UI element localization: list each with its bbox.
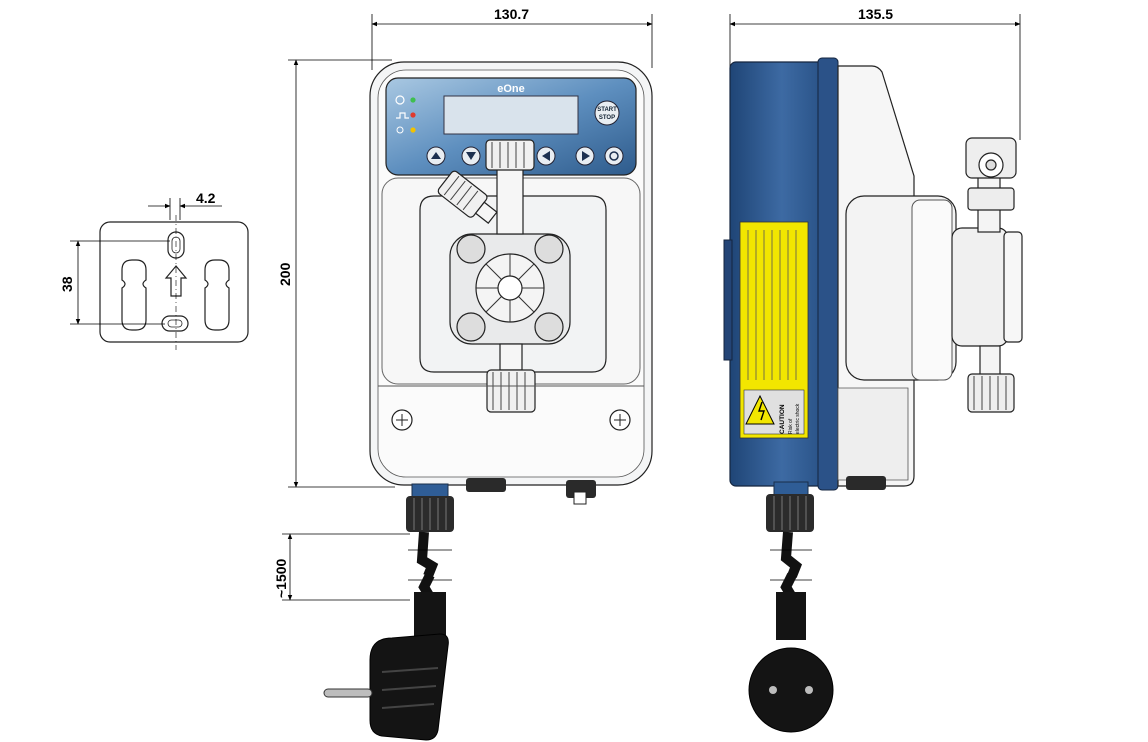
start-stop-button[interactable]: START STOP	[594, 100, 620, 126]
bracket-right-slot	[204, 259, 230, 331]
dim-cable-length: ~1500	[273, 558, 289, 598]
warning-label: CAUTION Risk of electric shock	[739, 221, 809, 439]
right-arrow-icon	[582, 151, 590, 161]
schuko-plug-side	[323, 592, 449, 741]
led-red	[410, 112, 416, 118]
plug-pin-right	[805, 686, 813, 694]
start-label: START	[597, 107, 617, 113]
dim-slot-width: 4.2	[196, 190, 216, 206]
bottom-connector	[466, 478, 506, 492]
front-view: 130.7 200 eOne START STOP	[273, 6, 653, 741]
dim-side-width: 135.5	[858, 6, 893, 22]
led-green	[410, 97, 416, 103]
bolt-bottom-right	[534, 312, 564, 342]
power-cable-top	[416, 531, 439, 578]
power-icon	[395, 95, 405, 105]
bolt-bottom-left	[456, 312, 486, 342]
bleed-valve	[437, 170, 498, 224]
alarm-icon	[396, 126, 404, 134]
dim-front-width: 130.7	[494, 6, 529, 22]
schuko-plug-front	[748, 592, 834, 733]
side-view: 135.5 CAUTION Risk of electric shock	[723, 6, 1023, 733]
bolt-top-left	[456, 234, 486, 264]
brand-logo: eOne	[497, 83, 525, 95]
warning-subtitle-line1: Risk of	[788, 418, 794, 434]
bracket-bottom-oval	[161, 315, 189, 332]
dim-bracket-spacing: 38	[59, 276, 75, 292]
warning-title: CAUTION	[779, 404, 786, 434]
dim-front-height: 200	[277, 262, 293, 286]
stop-label: STOP	[599, 115, 615, 121]
cable-gland	[406, 483, 454, 532]
plug-pin-left	[769, 686, 777, 694]
warning-subtitle-line2: electric shock	[795, 403, 801, 434]
side-cable-gland	[766, 481, 814, 532]
side-valve-bottom	[967, 345, 1015, 413]
pulse-icon	[396, 112, 409, 119]
status-leds	[395, 95, 416, 134]
plug-pin	[323, 688, 373, 698]
lcd-display	[443, 95, 579, 135]
suction-fitting-top	[485, 139, 535, 235]
led-yellow	[410, 127, 416, 133]
side-cable-top	[780, 531, 803, 578]
left-arrow-icon	[542, 151, 550, 161]
enter-button[interactable]	[604, 146, 624, 166]
up-arrow-icon	[431, 152, 441, 159]
side-bottom-connector	[846, 476, 886, 490]
pump-head	[449, 233, 571, 345]
refresh-icon	[609, 151, 619, 161]
nav-buttons	[426, 146, 624, 166]
down-arrow-icon	[466, 152, 476, 160]
bolt-top-right	[534, 234, 564, 264]
side-valve-top	[965, 137, 1017, 233]
bracket-left-slot	[121, 259, 147, 331]
discharge-fitting-bottom	[486, 343, 536, 413]
mounting-bracket: 4.2 38	[59, 190, 249, 350]
